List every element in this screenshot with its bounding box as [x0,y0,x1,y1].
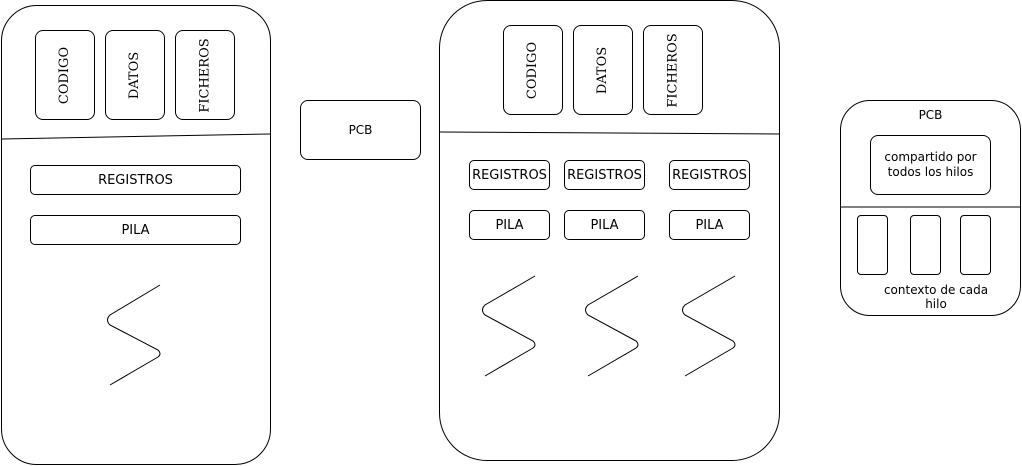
thread-1-stack: PILA [469,210,550,240]
files-segment: FICHEROS [175,30,235,120]
shared-context-box: compartido por todos los hilos [870,135,991,195]
thread-2-registers: REGISTROS [564,160,645,190]
registers-box: REGISTROS [30,165,241,195]
thread-context-1 [857,215,888,275]
thread-squiggle [482,275,536,377]
thread-squiggle [585,275,639,377]
thread-squiggle [682,275,736,377]
thread-1-registers: REGISTROS [469,160,550,190]
process2-divider [439,131,781,135]
files-segment: FICHEROS [643,25,703,115]
pcb-detail-title: PCB [918,108,943,122]
data-segment: DATOS [573,25,633,115]
thread-context-3 [960,215,991,275]
thread-2-stack: PILA [564,210,645,240]
thread-3-registers: REGISTROS [669,160,750,190]
code-segment: CODIGO [35,30,95,120]
per-thread-context-label: contexto de cada hilo [883,283,989,311]
process1-divider [1,133,271,140]
pcb-box: PCB [300,100,421,160]
thread-context-2 [910,215,941,275]
data-segment: DATOS [105,30,165,120]
stack-box: PILA [30,215,241,245]
thread-3-stack: PILA [669,210,750,240]
thread-squiggle [107,284,161,386]
code-segment: CODIGO [503,25,563,115]
